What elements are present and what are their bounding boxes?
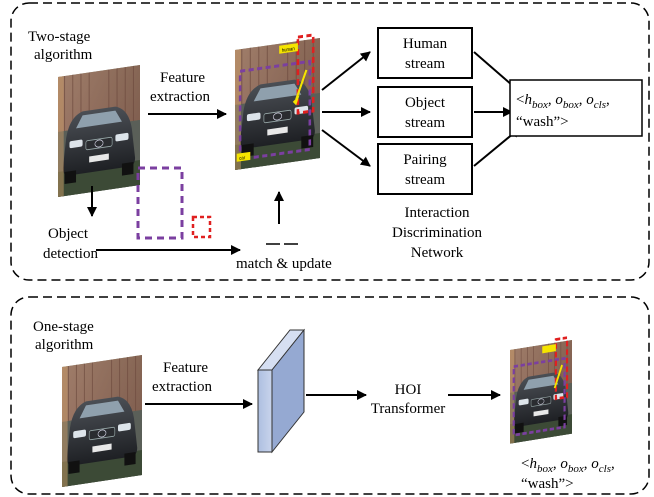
detected-object-box-icon <box>136 166 184 240</box>
object-detection-label-2: detection <box>43 246 98 262</box>
network-label-1: Interaction <box>405 205 470 221</box>
human-tag <box>279 43 298 54</box>
hoi-transformer-label-1: HOI <box>395 382 422 398</box>
one-stage-title-line2: algorithm <box>35 337 94 353</box>
car-tag <box>236 151 251 162</box>
pairing-stream-box <box>377 143 473 195</box>
two-stage-title-line1: Two-stage <box>28 29 91 45</box>
detected-image: human car <box>234 33 321 171</box>
two-stage-output-tuple: <hbox, obox, ocls, <box>516 92 610 111</box>
arrow-to-human-stream <box>321 51 371 91</box>
feature-extraction-label-1: Feature <box>160 70 205 86</box>
two-stage-title-line2: algorithm <box>34 47 93 63</box>
network-label-2: Discrimination <box>392 225 482 241</box>
one-stage-feature-extraction-label-2: extraction <box>152 379 212 395</box>
one-stage-feature-extraction-label-1: Feature <box>163 360 208 376</box>
input-image-two-stage <box>57 64 141 198</box>
one-stage-panel <box>10 296 650 495</box>
match-update-label: match & update <box>236 256 332 272</box>
object-stream-box <box>377 86 473 138</box>
pairing-stream-label-2: stream <box>405 172 445 188</box>
two-stage-panel <box>10 2 650 281</box>
one-stage-output-image <box>509 336 573 445</box>
svg-text:car: car <box>239 155 245 161</box>
two-stage-output-box <box>509 79 643 137</box>
detected-human-box-icon <box>191 215 212 239</box>
object-stream-label-2: stream <box>405 115 445 131</box>
object-detection-label-1: Object <box>48 226 89 242</box>
input-image-one-stage <box>61 354 143 488</box>
object-stream-label-1: Object <box>405 95 446 111</box>
two-stage-output-verb: “wash”> <box>516 114 569 130</box>
feature-map-block <box>256 328 306 454</box>
human-stream-label-2: stream <box>405 56 445 72</box>
arrow-to-pairing-stream <box>321 129 371 167</box>
svg-text:human: human <box>282 46 295 53</box>
human-stream-box <box>377 27 473 79</box>
one-stage-output-verb: “wash”> <box>521 476 574 492</box>
feature-extraction-label-2: extraction <box>150 89 210 105</box>
purple-object-box <box>238 59 312 161</box>
human-stream-label-1: Human <box>403 36 448 52</box>
one-stage-title-line1: One-stage <box>33 319 94 335</box>
network-label-3: Network <box>411 245 464 261</box>
hoi-transformer-label-2: Transformer <box>371 401 445 417</box>
pairing-stream-label-1: Pairing <box>403 152 447 168</box>
one-stage-output-tuple: <hbox, obox, ocls, <box>521 456 615 475</box>
